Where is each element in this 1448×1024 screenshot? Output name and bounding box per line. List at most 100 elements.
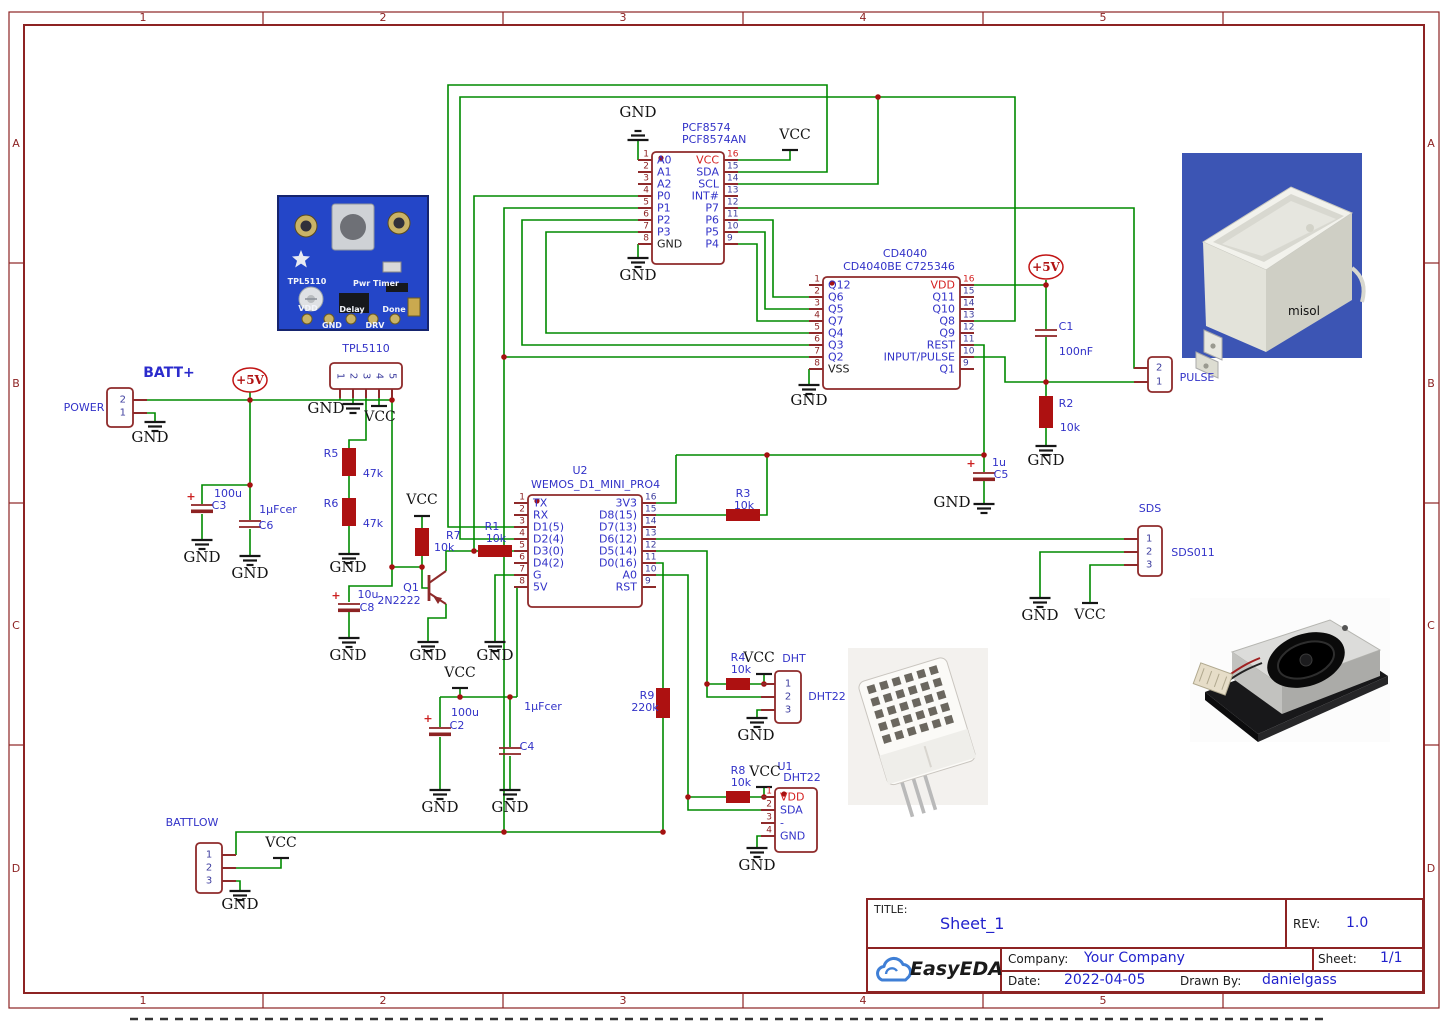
schematic-label[interactable]: C8: [360, 601, 375, 614]
wire[interactable]: [656, 455, 768, 516]
schematic-label[interactable]: GND: [131, 428, 168, 446]
schematic-label[interactable]: GND: [329, 646, 366, 664]
schematic-label[interactable]: +5V: [236, 373, 264, 387]
schematic-label[interactable]: 10k: [731, 776, 752, 789]
sds011-sensor-photo[interactable]: [1190, 598, 1390, 742]
schematic-label[interactable]: PULSE: [1180, 371, 1215, 384]
schematic-label[interactable]: WEMOS_D1_MINI_PRO4: [531, 478, 660, 491]
wire[interactable]: [656, 562, 664, 832]
schematic-label[interactable]: GND: [476, 646, 513, 664]
schematic-label[interactable]: GND: [231, 564, 268, 582]
schematic-label[interactable]: DHT22: [808, 690, 845, 703]
schematic-label[interactable]: VCC: [742, 650, 775, 666]
schematic-label[interactable]: U1: [777, 760, 792, 773]
wire[interactable]: [738, 231, 809, 310]
schematic-label[interactable]: 10u: [358, 588, 379, 601]
schematic-label[interactable]: +: [423, 712, 432, 725]
schematic-label[interactable]: GND: [322, 321, 342, 330]
resistor-R1[interactable]: [478, 545, 512, 557]
resistor-R5[interactable]: [342, 448, 356, 476]
wire[interactable]: [147, 412, 156, 422]
plus5v-net-flag[interactable]: [1028, 254, 1064, 280]
wire[interactable]: [656, 455, 677, 504]
capacitor-C5[interactable]: [973, 472, 995, 482]
schematic-label[interactable]: R8: [731, 764, 746, 777]
schematic-label[interactable]: GND: [1021, 606, 1058, 624]
schematic-label[interactable]: C4: [520, 740, 535, 753]
wire[interactable]: [514, 586, 518, 697]
schematic-label[interactable]: +: [186, 490, 195, 503]
connector-pulse[interactable]: 21: [1134, 356, 1173, 393]
schematic-label[interactable]: R9: [640, 689, 655, 702]
schematic-label[interactable]: 10k: [734, 499, 755, 512]
schematic-label[interactable]: VCC: [1073, 607, 1106, 623]
schematic-label[interactable]: DRV: [366, 321, 386, 330]
schematic-label[interactable]: GND: [183, 548, 220, 566]
schematic-label[interactable]: 10k: [1060, 421, 1081, 434]
wire[interactable]: [447, 84, 828, 528]
schematic-label[interactable]: GND: [307, 399, 344, 417]
schematic-label[interactable]: 100nF: [1059, 345, 1093, 358]
wire[interactable]: [421, 567, 429, 589]
wire[interactable]: [494, 574, 514, 642]
gnd-symbol[interactable]: [1029, 596, 1051, 609]
wire[interactable]: [473, 195, 638, 551]
gnd-symbol[interactable]: [191, 538, 213, 551]
schematic-label[interactable]: PCF8574: [682, 121, 731, 134]
gnd-symbol[interactable]: [1035, 444, 1057, 457]
resistor-R2[interactable]: [1039, 396, 1053, 428]
wire[interactable]: [427, 604, 447, 642]
schematic-label[interactable]: R3: [736, 487, 751, 500]
plus5v-net-flag[interactable]: [232, 367, 268, 393]
schematic-label[interactable]: 10k: [434, 541, 455, 554]
wire[interactable]: [738, 243, 809, 322]
schematic-label[interactable]: C2: [450, 719, 465, 732]
connector-dht[interactable]: 123: [761, 670, 802, 724]
schematic-label[interactable]: POWER: [64, 401, 105, 414]
schematic-label[interactable]: VCC: [748, 764, 781, 780]
schematic-label[interactable]: Done: [382, 305, 406, 314]
schematic-label[interactable]: DHT: [782, 652, 806, 665]
schematic-label[interactable]: 100u: [451, 706, 479, 719]
schematic-label[interactable]: misol: [1288, 304, 1320, 318]
wire[interactable]: [503, 207, 638, 832]
wire[interactable]: [1039, 551, 1124, 598]
schematic-label[interactable]: R2: [1059, 397, 1074, 410]
tpl5110-module-photo[interactable]: [277, 195, 429, 331]
schematic-label[interactable]: 2N2222: [377, 594, 420, 607]
schematic-label[interactable]: GND: [619, 266, 656, 284]
capacitor-C1[interactable]: [1035, 329, 1057, 337]
resistor-R6[interactable]: [342, 498, 356, 526]
wire[interactable]: [738, 150, 791, 161]
wire[interactable]: [656, 574, 689, 797]
schematic-label[interactable]: C1: [1059, 320, 1074, 333]
connector-sds[interactable]: 123: [1124, 525, 1163, 577]
schematic-label[interactable]: R5: [324, 447, 339, 460]
gnd-symbol[interactable]: [229, 889, 251, 902]
wire[interactable]: [878, 96, 1016, 322]
schematic-label[interactable]: 220k: [631, 701, 659, 714]
schematic-label[interactable]: VCC: [405, 492, 438, 508]
wire[interactable]: [459, 96, 879, 540]
drawn-by-value[interactable]: danielgass: [1262, 972, 1337, 988]
resistor-R8[interactable]: [726, 791, 750, 803]
wire[interactable]: [974, 344, 985, 455]
wire[interactable]: [738, 219, 809, 298]
gnd-symbol[interactable]: [239, 554, 261, 567]
schematic-label[interactable]: TPL5110: [341, 342, 389, 355]
misol-rain-gauge-photo[interactable]: [1182, 153, 1366, 379]
wire[interactable]: [974, 356, 1148, 383]
schematic-label[interactable]: VCC: [443, 665, 476, 681]
schematic-label[interactable]: GND: [1027, 451, 1064, 469]
schematic-label[interactable]: GND: [329, 558, 366, 576]
gnd-symbol[interactable]: [627, 256, 649, 269]
wire[interactable]: [445, 550, 474, 571]
wire[interactable]: [236, 880, 241, 891]
capacitor-C3[interactable]: [191, 504, 213, 514]
resistor-R7[interactable]: [415, 528, 429, 556]
wire[interactable]: [235, 831, 663, 855]
schematic-label[interactable]: BATT+: [143, 365, 195, 381]
